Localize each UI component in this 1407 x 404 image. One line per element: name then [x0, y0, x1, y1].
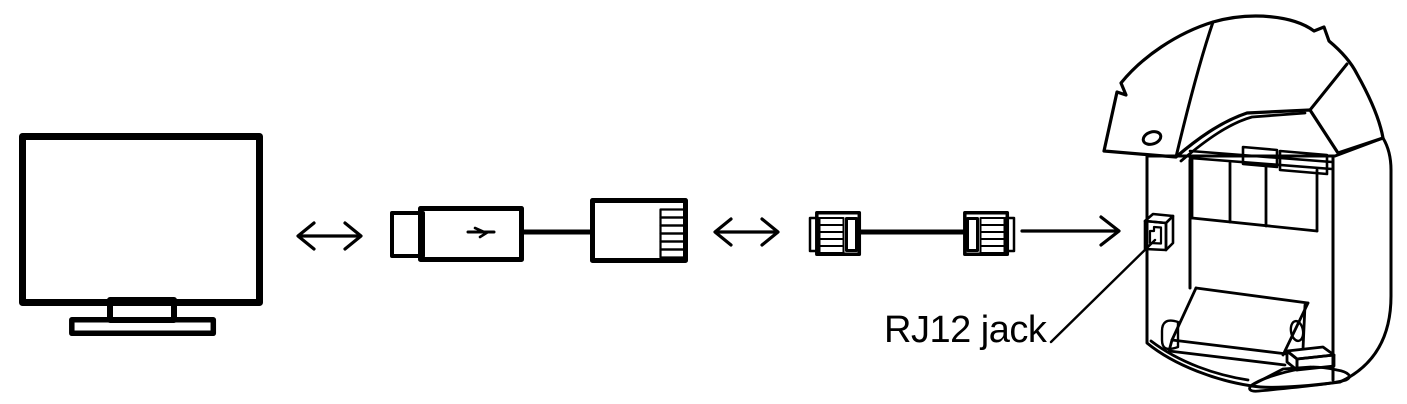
- monitor-screen: [19, 133, 263, 306]
- rj12-plug-left: [808, 211, 862, 257]
- printer: [1102, 14, 1393, 393]
- printer-body-outline: [1145, 136, 1393, 389]
- printer-cartridges: [1190, 157, 1319, 233]
- printer-output-tray: [1160, 286, 1336, 372]
- jack-opening: [1148, 225, 1163, 245]
- rail-segment-2: [1278, 149, 1329, 176]
- plug-contacts: [979, 217, 1006, 254]
- jack-front-face: [1143, 219, 1168, 252]
- plug-body: [963, 211, 1010, 257]
- rj12-cable-assembly: [808, 211, 1016, 257]
- double-headed-arrow-left: [296, 221, 363, 251]
- arrowhead-right-icon: [343, 221, 363, 251]
- rj12-jack-port: [1143, 212, 1175, 252]
- monitor-stand-base: [69, 317, 217, 337]
- hood-oval-detail: [1141, 130, 1163, 146]
- usb-tip-contact-1: [403, 223, 412, 232]
- plug-latch: [966, 217, 979, 252]
- rj12-plug-right: [963, 211, 1016, 257]
- modular-plug-contacts: [659, 208, 686, 259]
- hood-lip-line: [1179, 111, 1307, 163]
- printer-base-flap: [1248, 365, 1351, 393]
- printer-carriage-rail: [1188, 145, 1334, 176]
- printer-floor-edge: [1149, 339, 1250, 382]
- arrowhead-left-icon: [296, 221, 316, 251]
- usb-tip-contact-2: [403, 239, 412, 248]
- tray-right-block-side: [1285, 349, 1299, 372]
- tray-left-tab: [1160, 319, 1180, 351]
- usb-trident-icon: [466, 219, 496, 239]
- rail-segment-1: [1241, 145, 1279, 169]
- arrowhead-right-icon: [760, 217, 780, 247]
- printer-hood: [1102, 14, 1385, 163]
- hood-outline: [1102, 14, 1385, 159]
- hood-crease-line: [1308, 62, 1349, 112]
- computer-monitor: [19, 133, 263, 337]
- plug-latch: [845, 217, 858, 252]
- arrowhead-right-icon: [1099, 215, 1121, 247]
- hood-fold-line: [1174, 20, 1215, 159]
- arrowhead-left-icon: [713, 217, 733, 247]
- usb-trident-square: [470, 219, 479, 228]
- rj12-jack-label: RJ12 jack: [884, 309, 1047, 351]
- tray-roller: [1289, 319, 1305, 343]
- plug-contacts: [818, 217, 845, 254]
- double-headed-arrow-middle: [713, 217, 780, 247]
- single-arrow-to-printer: [1020, 215, 1121, 247]
- usb-plug-body: [418, 206, 524, 262]
- label-pointer-line: [1049, 238, 1157, 344]
- usb-adapter-cable: [390, 198, 688, 263]
